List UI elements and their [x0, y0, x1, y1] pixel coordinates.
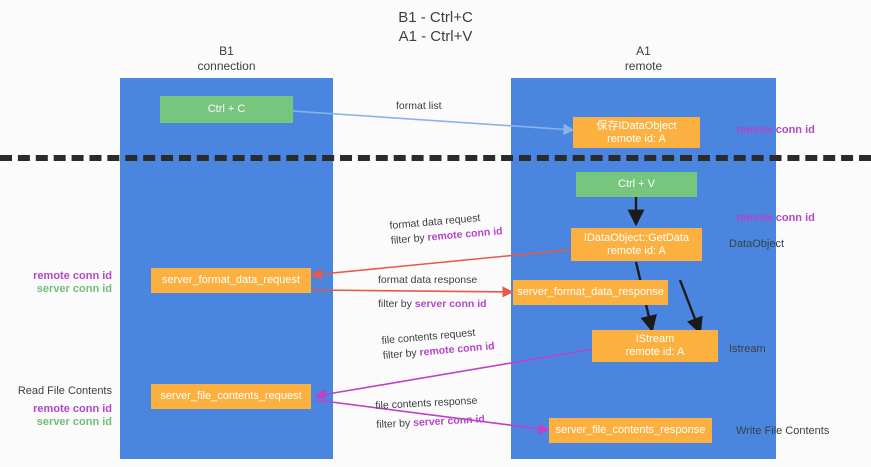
lane-title-a1-name: A1	[636, 44, 651, 58]
node-idataobject-getdata[interactable]: IDataObject::GetData remote id: A	[571, 228, 702, 261]
node-server-file-contents-response[interactable]: server_file_contents_response	[549, 418, 712, 443]
node-server-file-contents-request[interactable]: server_file_contents_request	[151, 384, 311, 409]
lane-title-b1-name: B1	[219, 44, 234, 58]
edge-label-format-data-request: format data request filter by remote con…	[389, 209, 503, 249]
lane-title-a1-subtitle: remote	[624, 59, 663, 73]
node-server-file-contents-response-label: server_file_contents_response	[555, 424, 706, 436]
node-idataobject-getdata-sub: remote id: A	[607, 244, 666, 257]
node-save-idataobject-label: 保存IDataObject	[596, 119, 677, 132]
node-idataobject-getdata-label: IDataObject::GetData	[583, 231, 690, 244]
lane-title-b1: B1 connection	[120, 44, 333, 74]
side-label-left-remote-conn-id: remote conn id	[33, 270, 112, 282]
node-save-idataobject-sub: remote id: A	[607, 132, 666, 145]
side-label-remote-conn-id-mid: remote conn id	[736, 212, 815, 224]
edge-label-format-data-request-filter-prefix: filter by	[390, 231, 429, 247]
edge-label-file-contents-request: file contents request filter by remote c…	[381, 324, 495, 364]
diagram-title-line-1: B1 - Ctrl+C	[398, 9, 473, 26]
edge-label-format-data-response-line1: format data response	[378, 274, 478, 286]
lane-title-a1: A1 remote	[511, 44, 776, 74]
node-istream[interactable]: IStream remote id: A	[592, 330, 718, 362]
side-label-remote-conn-id-top: remote conn id	[736, 124, 815, 136]
side-label-left-server-conn-id-2: server conn id	[36, 416, 112, 428]
node-server-file-contents-request-label: server_file_contents_request	[160, 390, 302, 402]
node-ctrl-c-label: Ctrl + C	[207, 103, 246, 115]
diagram-title: B1 - Ctrl+C A1 - Ctrl+V	[0, 8, 871, 46]
edge-label-file-contents-request-filter-prefix: filter by	[382, 346, 421, 362]
node-save-idataobject[interactable]: 保存IDataObject remote id: A	[573, 117, 700, 148]
side-label-read-file-contents: Read File Contents	[17, 385, 112, 397]
side-label-left-server-conn-id: server conn id	[36, 283, 112, 295]
edge-label-format-list: format list	[396, 99, 442, 114]
edge-label-file-contents-response-filter-prefix: filter by	[376, 417, 414, 431]
edge-label-format-list-text: format list	[396, 100, 442, 112]
node-ctrl-c[interactable]: Ctrl + C	[160, 96, 293, 123]
edge-label-format-data-response-filter-key: server conn id	[414, 298, 487, 310]
edge-label-file-contents-response: file contents response filter by server …	[375, 393, 485, 433]
side-label-write-file-contents: Write File Contents	[736, 425, 830, 437]
node-ctrl-v[interactable]: Ctrl + V	[576, 172, 697, 197]
edge-label-file-contents-response-line2: filter by server conn id	[376, 412, 485, 433]
edge-label-file-contents-response-line1: file contents response	[375, 394, 478, 412]
node-server-format-data-request-label: server_format_data_request	[161, 274, 301, 286]
edge-label-file-contents-response-filter-key: server conn id	[412, 413, 486, 430]
side-label-dataobject: DataObject	[729, 238, 785, 250]
node-istream-label: IStream	[635, 333, 675, 345]
phase-separator-dashed-line	[0, 155, 871, 161]
side-label-istream: Istream	[729, 343, 766, 355]
edge-label-format-data-response-line2: filter by server conn id	[378, 297, 487, 312]
edge-label-format-data-response-filter-prefix: filter by	[378, 298, 415, 310]
edge-label-format-data-response: format data response filter by server co…	[378, 273, 487, 312]
lane-title-b1-subtitle: connection	[197, 59, 256, 73]
node-ctrl-v-label: Ctrl + V	[618, 178, 655, 190]
node-server-format-data-response[interactable]: server_format_data_response	[513, 280, 668, 305]
node-istream-sub: remote id: A	[625, 346, 685, 358]
side-label-left-remote-conn-id-2: remote conn id	[33, 403, 112, 415]
node-server-format-data-request[interactable]: server_format_data_request	[151, 268, 311, 293]
node-server-format-data-response-label: server_format_data_response	[517, 286, 664, 298]
diagram-title-line-2: A1 - Ctrl+V	[398, 28, 473, 45]
